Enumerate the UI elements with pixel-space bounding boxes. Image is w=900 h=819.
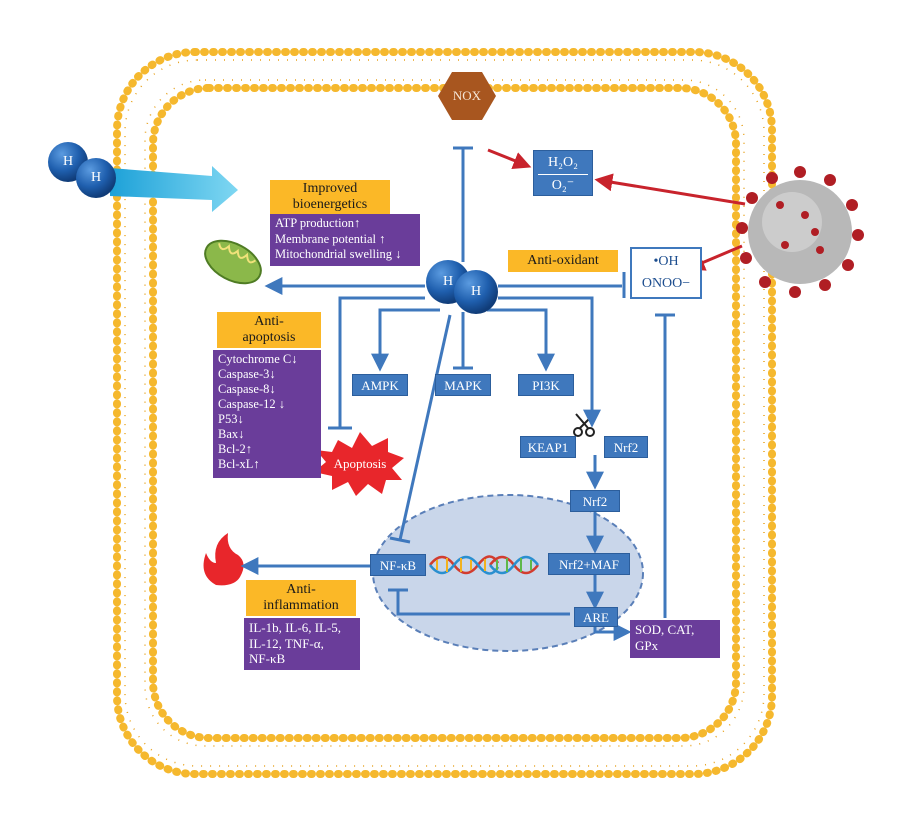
- marker-item: IL-1b, IL-6, IL-5,: [249, 620, 342, 635]
- marker-item: NF-κB: [249, 651, 286, 666]
- marker-item: Caspase-3↓: [218, 367, 276, 381]
- bioenergetics-title: Improved bioenergetics: [270, 180, 390, 214]
- dna-icon: [489, 555, 539, 575]
- h2-atom-label: H: [62, 154, 74, 169]
- nox-label: NOX: [452, 88, 482, 103]
- signaling-arrows: [240, 146, 675, 641]
- nrf2-bound-node: Nrf2: [604, 436, 648, 458]
- apoptosis-burst: [314, 432, 404, 496]
- marker-item: Membrane potential ↑: [275, 231, 386, 246]
- marker-item: Bcl-xL↑: [218, 457, 260, 471]
- antiapoptosis-markers: Cytochrome C↓ Caspase-3↓ Caspase-8↓ Casp…: [213, 350, 321, 478]
- dna-icon: [429, 555, 500, 575]
- h2-atom-label: H: [470, 284, 482, 299]
- enzyme-item: SOD, CAT,: [635, 622, 695, 637]
- nrf2-node: Nrf2: [570, 490, 620, 512]
- ros-box-h2o2-o2: H₂O₂ O₂⁻: [533, 150, 593, 196]
- superoxide-label: O₂⁻: [551, 178, 575, 193]
- marker-item: IL-12, TNF-α,: [249, 635, 324, 651]
- marker-item: Bax↓: [218, 427, 245, 441]
- marker-item: P53↓: [218, 412, 244, 426]
- keap1-node: KEAP1: [520, 436, 576, 458]
- virus-icon: [736, 166, 864, 298]
- h2o2-label: H₂O₂: [548, 155, 578, 170]
- enzyme-item: GPx: [635, 638, 659, 653]
- pi3k-node: PI3K: [518, 374, 574, 396]
- antiinflammation-title: Anti-inflammation: [246, 580, 356, 616]
- ros-box-oh-onoo: •OH ONOO−: [630, 247, 702, 299]
- peroxynitrite-label: ONOO−: [641, 276, 691, 291]
- antioxidant-title: Anti-oxidant: [508, 250, 618, 272]
- h2-atom-label: H: [90, 170, 102, 185]
- are-node: ARE: [574, 607, 618, 627]
- bioenergetics-markers: ATP production↑ Membrane potential ↑ Mit…: [270, 214, 420, 266]
- cell-membrane: [113, 48, 776, 778]
- marker-item: ATP production↑: [275, 216, 361, 230]
- hydrogen-molecule-icon: [48, 142, 116, 198]
- marker-item: Bcl-2↑: [218, 442, 253, 456]
- hydroxyl-radical-label: •OH: [653, 254, 679, 269]
- antiapoptosis-title: Anti-apoptosis: [217, 312, 321, 348]
- nrf2-maf-node: Nrf2+MAF: [548, 553, 630, 575]
- fire-icon: [203, 533, 244, 586]
- ampk-node: AMPK: [352, 374, 408, 396]
- marker-item: Caspase-12 ↓: [218, 397, 285, 411]
- marker-item: Cytochrome C↓: [218, 352, 298, 366]
- mapk-node: MAPK: [435, 374, 491, 396]
- antiinflammation-markers: IL-1b, IL-6, IL-5, IL-12, TNF-α, NF-κB: [244, 618, 360, 670]
- marker-item: Mitochondrial swelling ↓: [275, 247, 402, 261]
- h2-entry-arrow: [110, 166, 238, 212]
- marker-item: Caspase-8↓: [218, 382, 276, 396]
- nox-enzyme-shape: [438, 72, 496, 120]
- h2-atom-label: H: [442, 274, 454, 289]
- nfkb-node: NF-κB: [370, 554, 426, 576]
- antioxidant-enzymes: SOD, CAT, GPx: [630, 620, 720, 658]
- mitochondrion-icon: [204, 239, 262, 285]
- hydrogen-molecule-icon: [426, 260, 498, 314]
- apoptosis-label: Apoptosis: [333, 456, 387, 471]
